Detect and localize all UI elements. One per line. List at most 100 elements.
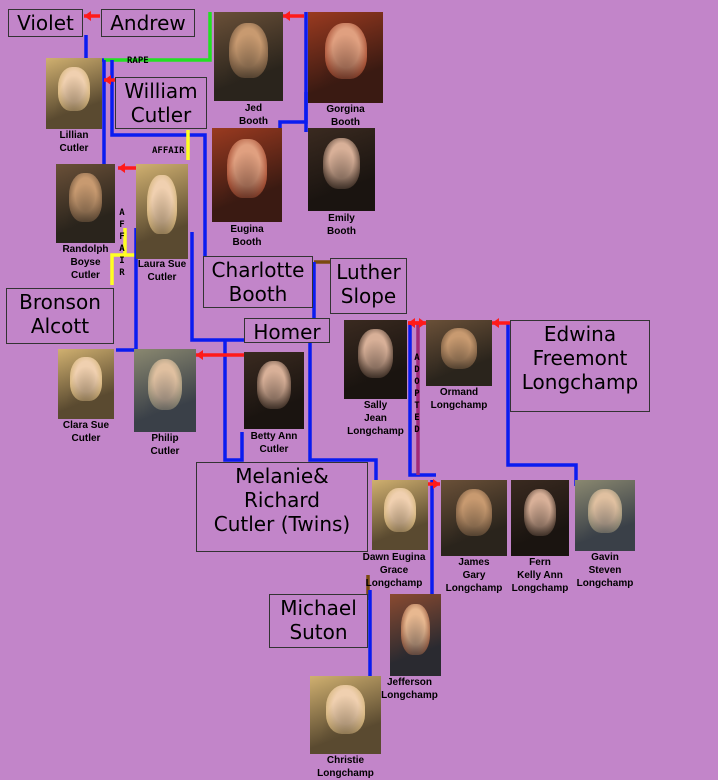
rape-label: RAPE — [127, 56, 149, 66]
caption-line: Booth — [327, 226, 356, 237]
caption-line: Booth — [239, 116, 268, 127]
name-line: Homer — [253, 320, 321, 344]
name-line: Booth — [228, 282, 288, 306]
portrait-jed — [214, 12, 283, 101]
caption-line: Emily — [328, 213, 355, 224]
caption-line: Longchamp — [317, 768, 374, 779]
edwina-to-gavin-line — [506, 322, 578, 486]
name-line: Longchamp — [521, 370, 639, 394]
name-box-violet: Violet — [8, 9, 83, 37]
jed-gorgina-arrow-head — [283, 11, 290, 21]
caption-line: Longchamp — [347, 426, 404, 437]
portrait-randolph — [56, 164, 115, 243]
caption-line: Gary — [462, 570, 486, 581]
caption-line: Booth — [232, 237, 262, 248]
name-line: Luther — [336, 260, 401, 284]
caption-line: Christie — [326, 755, 365, 766]
caption-line: Cutler — [259, 444, 289, 455]
caption-line: Kelly Ann — [517, 570, 563, 581]
name-box-homer: Homer — [244, 318, 330, 344]
caption-line: Cutler — [147, 272, 177, 283]
name-line: Cutler — [130, 103, 192, 127]
caption-line: Laura Sue — [137, 259, 187, 270]
violet-andrew-arrow-head — [84, 11, 91, 21]
caption-line: Boyse — [70, 257, 101, 268]
caption-line: James — [458, 557, 490, 568]
edwina-ormand-arrow-head — [492, 318, 499, 328]
portrait-sally — [344, 320, 407, 399]
name-line: Cutler (Twins) — [213, 512, 351, 536]
caption-line: Gavin — [591, 552, 619, 563]
to-betty-ann-line — [223, 340, 244, 462]
name-line: Violet — [17, 11, 74, 35]
caption-line: Longchamp — [365, 578, 423, 589]
name-line: Alcott — [30, 314, 90, 338]
portrait-emily — [308, 128, 375, 211]
philip-betty-arrow-head — [196, 350, 203, 360]
portrait-jefferson — [390, 594, 441, 676]
violet-to-lillian-line — [84, 35, 104, 62]
caption-line: Sally — [363, 400, 388, 411]
caption-line: Eugina — [230, 224, 264, 235]
affair-link-laura — [123, 228, 137, 257]
dawn-james-arrow-head — [433, 479, 440, 489]
portrait-dawn — [372, 480, 428, 550]
caption-line: Dawn Eugina — [362, 552, 426, 563]
caption-line: Longchamp — [445, 583, 503, 594]
caption-line: Longchamp — [576, 578, 634, 589]
caption-line: Jean — [364, 413, 387, 424]
rape-line — [104, 12, 212, 62]
portrait-lillian — [46, 58, 102, 129]
portrait-clara-sue — [58, 349, 114, 419]
name-line: Richard — [244, 488, 320, 512]
caption-line: Steven — [588, 565, 622, 576]
name-line: Freemont — [532, 346, 628, 370]
name-line: Edwina — [543, 322, 617, 346]
name-line: Slope — [340, 284, 397, 308]
caption-line: Fern — [529, 557, 551, 568]
caption-line: Randolph — [62, 244, 109, 255]
caption-line: Grace — [379, 565, 409, 576]
caption-line: Jed — [244, 103, 263, 114]
portrait-ormand — [426, 320, 492, 386]
portrait-gavin — [575, 480, 635, 551]
portrait-eugina — [212, 128, 282, 222]
caption-line: Betty Ann — [250, 431, 298, 442]
caption-line: Cutler — [71, 433, 101, 444]
name-line: Melanie& — [235, 464, 329, 488]
portrait-christie — [310, 676, 381, 754]
name-line: Suton — [289, 620, 348, 644]
caption-line: Longchamp — [511, 583, 569, 594]
portrait-betty-ann — [244, 352, 304, 429]
laura-to-homer-line — [190, 232, 247, 342]
name-line: Andrew — [110, 11, 186, 35]
caption-line: Gorgina — [326, 104, 365, 115]
portrait-laura-sue — [136, 164, 188, 259]
affair-label-top: AFFAIR — [152, 146, 185, 156]
portrait-james — [441, 480, 507, 556]
caption-line: Booth — [331, 117, 360, 128]
caption-line: Cutler — [59, 143, 89, 154]
ormand-sally-arrow-head — [408, 318, 415, 328]
caption-line: Longchamp — [381, 690, 438, 701]
name-line: Bronson — [19, 290, 101, 314]
name-box-andrew: Andrew — [101, 9, 195, 37]
portrait-fern — [511, 480, 569, 556]
